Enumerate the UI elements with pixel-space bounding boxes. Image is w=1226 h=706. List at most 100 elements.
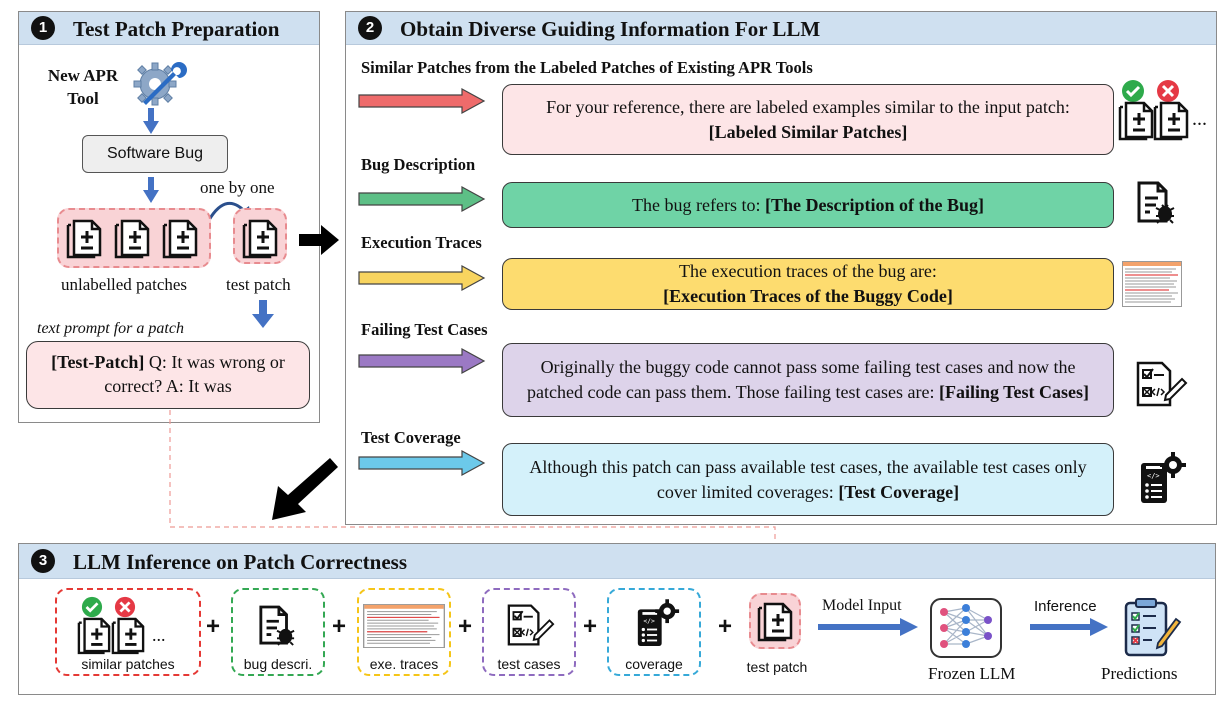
section-label: Bug Description: [361, 155, 476, 174]
guiding-text: The bug refers to:: [632, 194, 761, 215]
patch-icon: [111, 617, 145, 655]
guiding-text-box: Originally the buggy code cannot pass so…: [502, 343, 1114, 417]
plus-sign: +: [718, 613, 733, 640]
panel2-title: Obtain Diverse Guiding Information For L…: [400, 17, 821, 41]
section-arrow: [358, 264, 486, 292]
patch-icon: [162, 219, 198, 259]
guiding-text: Although this patch can pass available t…: [529, 456, 1087, 502]
one-by-one-label: one by one: [200, 178, 275, 197]
execution-traces-box: [357, 588, 451, 676]
coverage-icon: </>: [637, 599, 680, 646]
test-cases-icon: [507, 604, 555, 646]
plus-sign: +: [332, 613, 347, 640]
execution-traces-caption: exe. traces: [369, 656, 439, 672]
panel1-title: Test Patch Preparation: [73, 17, 280, 41]
test-cases-caption: test cases: [497, 656, 561, 672]
guiding-text-box: The bug refers to: [The Description of t…: [502, 182, 1114, 228]
bug-document-icon: [259, 605, 295, 646]
panel1-header: [19, 12, 319, 45]
ellipsis: ...: [1192, 108, 1207, 130]
patch-icon: [1153, 101, 1189, 141]
clipboard-icon: [1124, 598, 1182, 657]
patch-icon: [66, 219, 102, 259]
section-arrow: [358, 87, 486, 115]
patch-icon: [242, 219, 278, 259]
similar-patches-caption: similar patches: [81, 656, 175, 672]
cross-icon: [1157, 80, 1179, 102]
patch-icon: [757, 602, 793, 642]
plus-sign: +: [458, 613, 473, 640]
section-label: Similar Patches from the Labeled Patches…: [361, 58, 813, 77]
guiding-placeholder: [Labeled Similar Patches]: [708, 121, 908, 142]
software-bug-box: Software Bug: [82, 135, 228, 173]
test-patch-caption: test patch: [746, 659, 808, 675]
panel2-number: 2: [358, 16, 382, 40]
guiding-text-box: For your reference, there are labeled ex…: [502, 84, 1114, 155]
svg-text:</>: </>: [643, 617, 655, 625]
text-prompt-caption: text prompt for a patch: [37, 320, 184, 337]
patch-icon: [114, 219, 150, 259]
guiding-text: The execution traces of the bug are:: [679, 261, 937, 281]
guiding-text-box: Although this patch can pass available t…: [502, 443, 1114, 516]
section-label: Failing Test Cases: [361, 320, 488, 339]
coverage-caption: coverage: [625, 656, 683, 672]
guiding-placeholder: [Execution Traces of the Buggy Code]: [663, 286, 953, 306]
patch-icon: [77, 617, 111, 655]
prompt-tag: [Test-Patch]: [51, 352, 145, 372]
svg-text:</>: </>: [1147, 472, 1160, 480]
model-input-label: Model Input: [822, 597, 902, 614]
trace-screenshot-icon: [1122, 261, 1182, 307]
bug-document-icon: [1137, 181, 1175, 224]
arrow-right-black: [299, 225, 339, 255]
ellipsis: ...: [152, 625, 166, 645]
guiding-placeholder: [Test Coverage]: [838, 481, 960, 502]
check-icon: [81, 596, 103, 618]
coverage-icon: </>: [1141, 452, 1186, 503]
guiding-text-box: The execution traces of the bug are: [Exe…: [502, 258, 1114, 310]
gear-wrench-icon: [133, 62, 187, 106]
trace-screenshot-icon: [363, 604, 445, 648]
new-apr-tool-label: New APR Tool: [47, 66, 119, 108]
panel3-header: [19, 544, 1215, 579]
bug-description-box: [231, 588, 325, 676]
frozen-llm-label: Frozen LLM: [928, 664, 1016, 683]
coverage-box: [607, 588, 701, 676]
guiding-placeholder: [The Description of the Bug]: [764, 194, 984, 215]
section-arrow: [358, 347, 486, 375]
panel3-title: LLM Inference on Patch Correctness: [73, 550, 407, 574]
inference-arrow: [1030, 618, 1108, 636]
section-label: Execution Traces: [361, 233, 482, 252]
section-arrow: [358, 449, 486, 477]
test-cases-box: [482, 588, 576, 676]
section-arrow: [358, 185, 486, 213]
section-label: Test Coverage: [361, 428, 461, 447]
predictions-label: Predictions: [1101, 664, 1178, 683]
test-patch-label: test patch: [226, 275, 291, 294]
unlabelled-patches-label: unlabelled patches: [61, 275, 188, 294]
panel3-number: 3: [31, 549, 55, 573]
plus-sign: +: [583, 613, 598, 640]
similar-patches-box: [55, 588, 201, 676]
arrow-down-3: [252, 300, 274, 328]
arrow-down-2: [143, 177, 159, 203]
panel2-header: [346, 12, 1216, 45]
neural-network-icon: [930, 598, 1002, 658]
patch-icon: [1118, 101, 1154, 141]
check-icon: [1122, 80, 1144, 102]
guiding-placeholder: [Failing Test Cases]: [939, 382, 1090, 402]
plus-sign: +: [206, 613, 221, 640]
test-cases-icon: [1136, 361, 1188, 407]
bug-description-caption: bug descri.: [243, 656, 313, 672]
software-bug-label: Software Bug: [106, 145, 204, 162]
arrow-down-1: [143, 108, 159, 134]
guiding-text: Originally the buggy code cannot pass so…: [526, 357, 1076, 402]
prompt-box: [Test-Patch] Q: It was wrong or correct?…: [26, 341, 310, 409]
guiding-text: For your reference, there are labeled ex…: [546, 96, 1070, 117]
cross-icon: [114, 596, 136, 618]
model-input-arrow: [818, 618, 918, 636]
inference-label: Inference: [1034, 598, 1097, 615]
panel-llm-inference: 3 LLM Inference on Patch Correctness: [18, 543, 1216, 695]
panel1-number: 1: [31, 16, 55, 40]
arrow-down-left-black: [272, 458, 338, 520]
